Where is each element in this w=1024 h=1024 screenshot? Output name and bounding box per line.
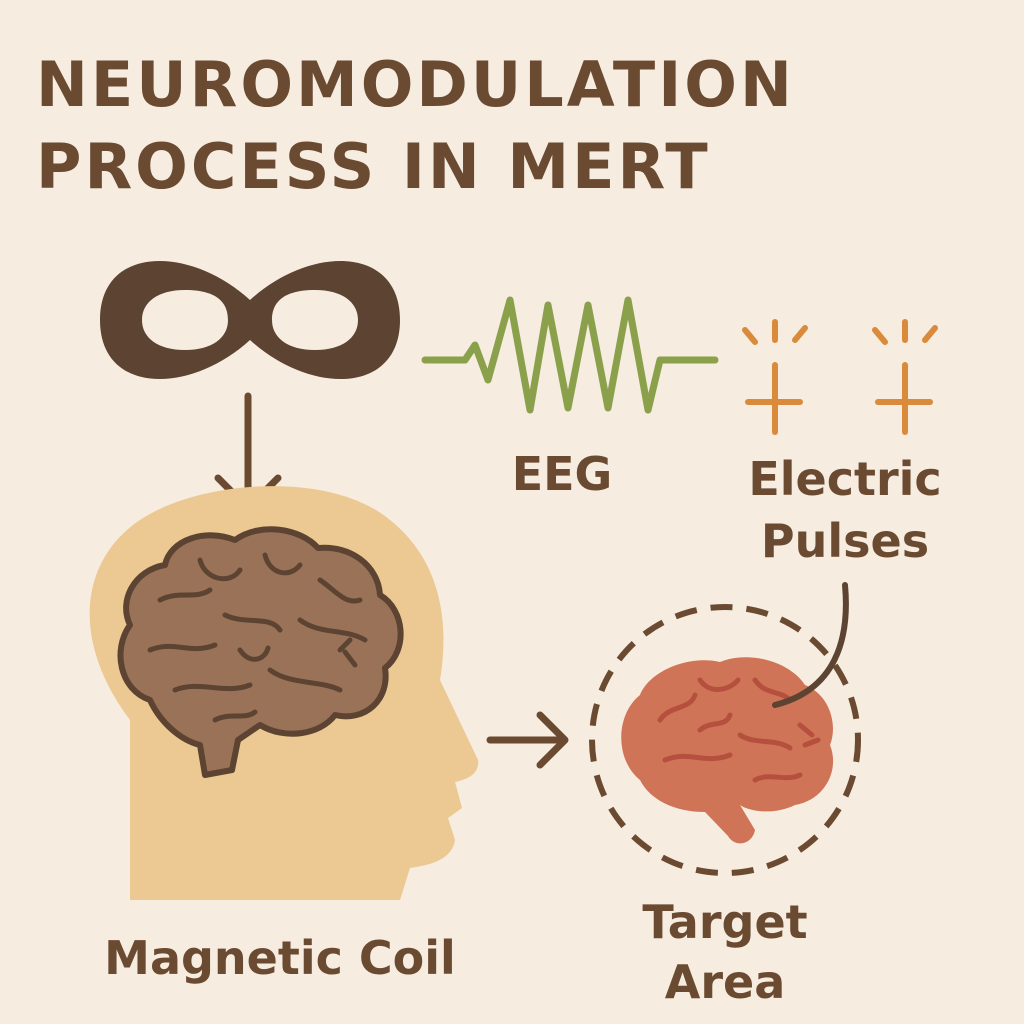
electric-pulse-icon bbox=[742, 319, 808, 435]
electric-pulses-line-2: Pulses bbox=[760, 514, 930, 568]
pulse-connector-line bbox=[772, 582, 849, 708]
diagram-title: NEUROMODULATION PROCESS IN MERT bbox=[36, 44, 996, 208]
target-area-line-1: Target bbox=[642, 895, 808, 949]
electric-pulses-label: Electric Pulses bbox=[720, 448, 970, 572]
electric-pulse-icon bbox=[872, 319, 938, 435]
electric-pulses-line-1: Electric bbox=[748, 452, 942, 506]
target-area-label: Target Area bbox=[600, 892, 850, 1012]
target-circle bbox=[589, 604, 861, 876]
arrow-right-icon bbox=[486, 711, 569, 769]
magnetic-coil-icon bbox=[100, 260, 400, 380]
eeg-label: EEG bbox=[511, 447, 613, 501]
title-line-1: NEUROMODULATION bbox=[36, 48, 795, 121]
brain-icon bbox=[117, 526, 404, 778]
magnetic-coil-label: Magnetic Coil bbox=[104, 931, 456, 985]
eeg-wave-icon bbox=[421, 296, 719, 414]
target-brain-icon bbox=[621, 657, 834, 844]
target-area-line-2: Area bbox=[664, 955, 786, 1009]
title-line-2: PROCESS IN MERT bbox=[36, 130, 711, 203]
